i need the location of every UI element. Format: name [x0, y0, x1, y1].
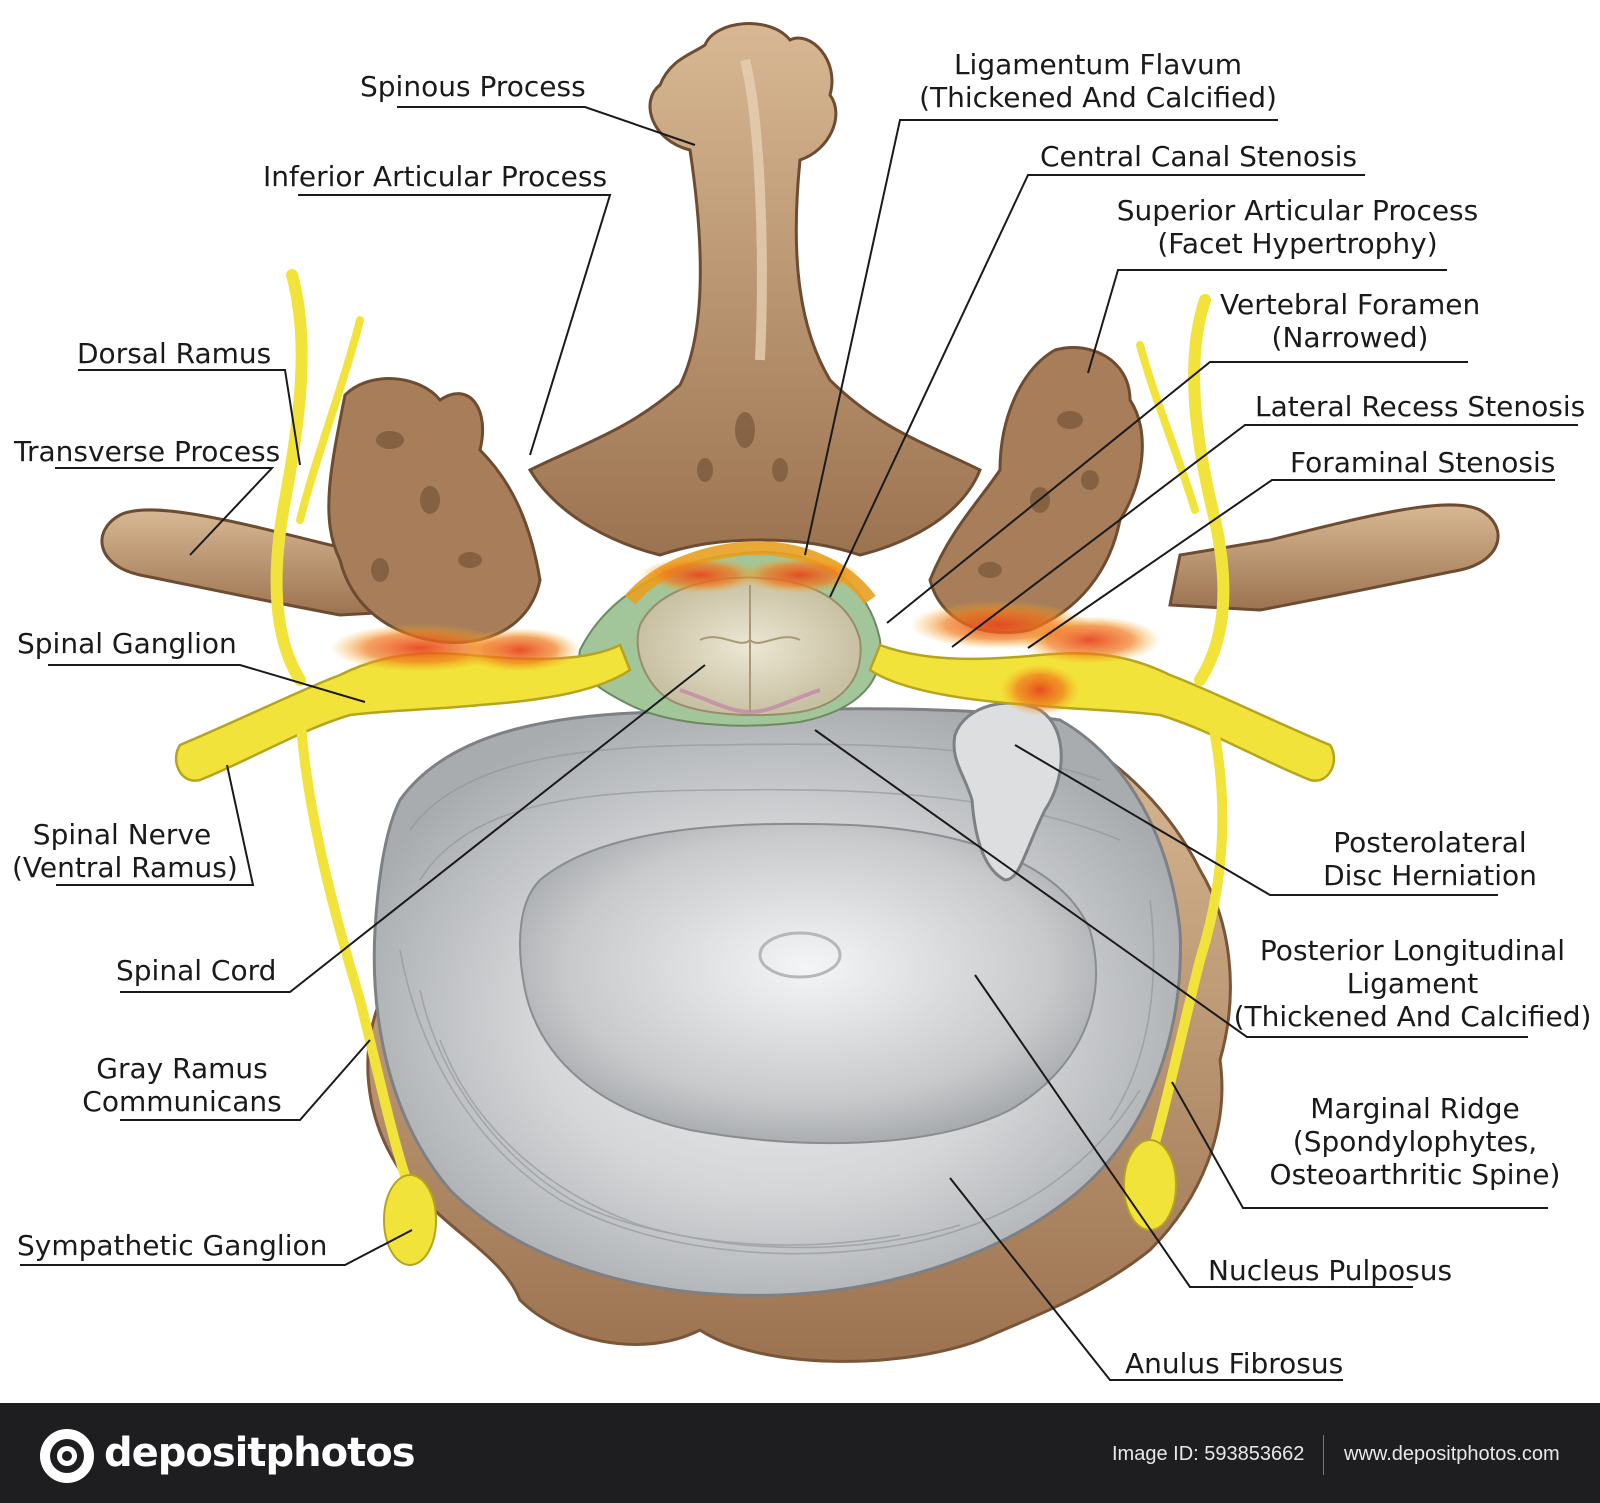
label-superior-articular-process: Superior Articular Process(Facet Hypertr… — [1116, 194, 1479, 260]
label-ligamentum-flavum: Ligamentum Flavum(Thickened And Calcifie… — [919, 48, 1277, 114]
transverse-process-right — [1168, 503, 1500, 612]
spinal-nerves — [174, 269, 1336, 1266]
label-anulus-fibrosus: Anulus Fibrosus — [1125, 1347, 1344, 1380]
label-nucleus-pulposus: Nucleus Pulposus — [1208, 1254, 1453, 1287]
leader-superior-articular-process — [1087, 269, 1447, 374]
leader-foraminal-stenosis — [1027, 479, 1555, 649]
label-marginal-ridge: Marginal Ridge(Spondylophytes,Osteoarthr… — [1269, 1092, 1561, 1191]
leader-anulus-fibrosus — [949, 1177, 1343, 1381]
leader-lateral-recess-stenosis — [951, 424, 1578, 648]
leader-lines — [20, 106, 1578, 1381]
sympathetic-ganglion-left — [383, 1174, 437, 1266]
label-foraminal-stenosis: Foraminal Stenosis — [1290, 446, 1556, 479]
leader-ligamentum-flavum — [804, 119, 1278, 556]
leader-transverse-process — [55, 467, 275, 556]
brand-logo-text: depositphotos — [104, 1430, 416, 1476]
leader-vertebral-foramen — [886, 361, 1468, 624]
label-dorsal-ramus: Dorsal Ramus — [77, 337, 272, 370]
label-spinal-ganglion: Spinal Ganglion — [17, 627, 237, 660]
leader-spinal-ganglion — [48, 664, 366, 703]
footer-divider — [1323, 1435, 1324, 1475]
sympathetic-ganglion-right — [1123, 1139, 1177, 1231]
spinal-nerve-left — [174, 643, 632, 782]
label-sympathetic-ganglion: Sympathetic Ganglion — [17, 1229, 328, 1262]
label-spinal-cord: Spinal Cord — [116, 954, 277, 987]
leader-disc-herniation — [1014, 744, 1498, 896]
site-url-link[interactable]: www.depositphotos.com — [1344, 1443, 1560, 1465]
leader-nucleus-pulposus — [974, 974, 1413, 1288]
leader-gray-ramus — [120, 1039, 371, 1121]
image-id-text: Image ID: 593853662 — [1112, 1443, 1305, 1465]
leader-central-canal-stenosis — [829, 174, 1365, 598]
leader-marginal-ridge — [1171, 1081, 1548, 1209]
label-spinal-nerve: Spinal Nerve(Ventral Ramus) — [12, 818, 238, 884]
label-inferior-articular-process: Inferior Articular Process — [263, 160, 608, 193]
leader-spinal-nerve — [56, 764, 255, 886]
camera-logo-icon — [40, 1429, 94, 1483]
spinal-nerve-right — [868, 643, 1336, 782]
leader-sympathetic-ganglion — [20, 1229, 413, 1266]
inflammation-zones — [330, 557, 1160, 716]
label-vertebral-foramen: Vertebral Foramen(Narrowed) — [1220, 288, 1481, 354]
leader-posterior-longitudinal-ligament — [814, 729, 1528, 1038]
leader-dorsal-ramus — [78, 369, 301, 466]
leader-spinous-process — [397, 106, 696, 146]
spinous-process — [527, 22, 982, 557]
leader-spinal-cord — [120, 664, 706, 993]
label-lateral-recess-stenosis: Lateral Recess Stenosis — [1255, 390, 1586, 423]
label-transverse-process: Transverse Process — [14, 435, 281, 468]
footer-bar: depositphotos Image ID: 593853662 www.de… — [0, 1403, 1600, 1503]
label-spinous-process: Spinous Process — [360, 70, 586, 103]
leader-inferior-articular-process — [298, 194, 612, 456]
label-central-canal-stenosis: Central Canal Stenosis — [1040, 140, 1357, 173]
nucleus-pulposus-shape — [519, 822, 1098, 1145]
spine-cross-section-illustration — [20, 22, 1578, 1381]
